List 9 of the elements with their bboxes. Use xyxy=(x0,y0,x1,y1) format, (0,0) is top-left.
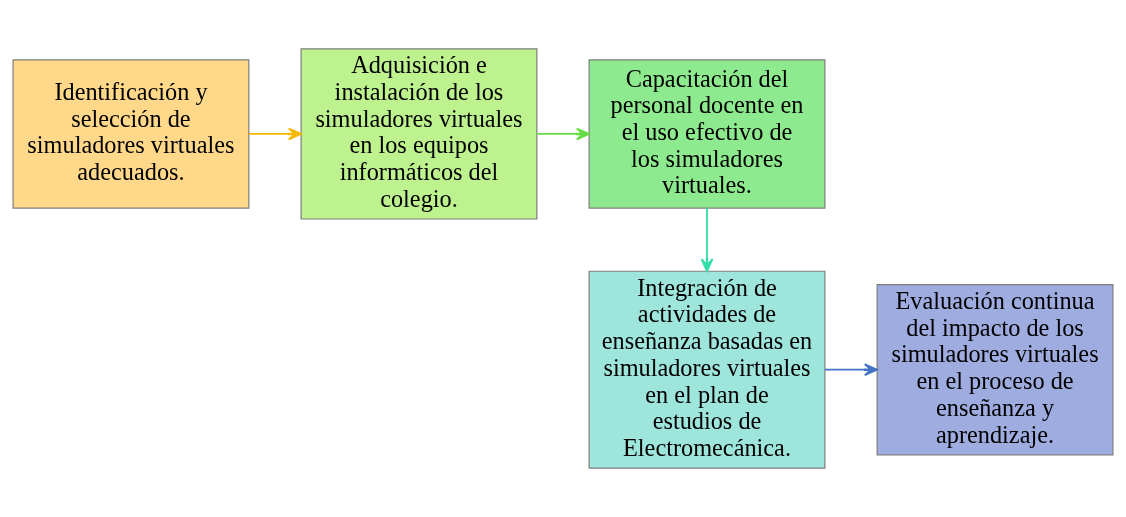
arrow xyxy=(536,127,590,141)
node-box: Integración de actividades de enseñanza basadas en simuladores virtuales en el plan de estudios de Electromecánica. xyxy=(588,270,826,469)
node-box: Adquisición e instalación de los simuladores virtuales en los equipos informáticos del colegio. xyxy=(300,48,538,220)
node-box: Identificación y selección de simuladores virtuales adecuados. xyxy=(12,59,250,209)
arrow xyxy=(248,127,302,141)
node-box: Capacitación del personal docente en el uso efectivo de los simuladores virtuales. xyxy=(588,59,826,209)
arrow xyxy=(824,363,878,377)
arrow xyxy=(700,207,714,273)
node-box: Evaluación continua del impacto de los simuladores virtuales en el proceso de enseñanza y aprendizaje. xyxy=(876,284,1114,456)
